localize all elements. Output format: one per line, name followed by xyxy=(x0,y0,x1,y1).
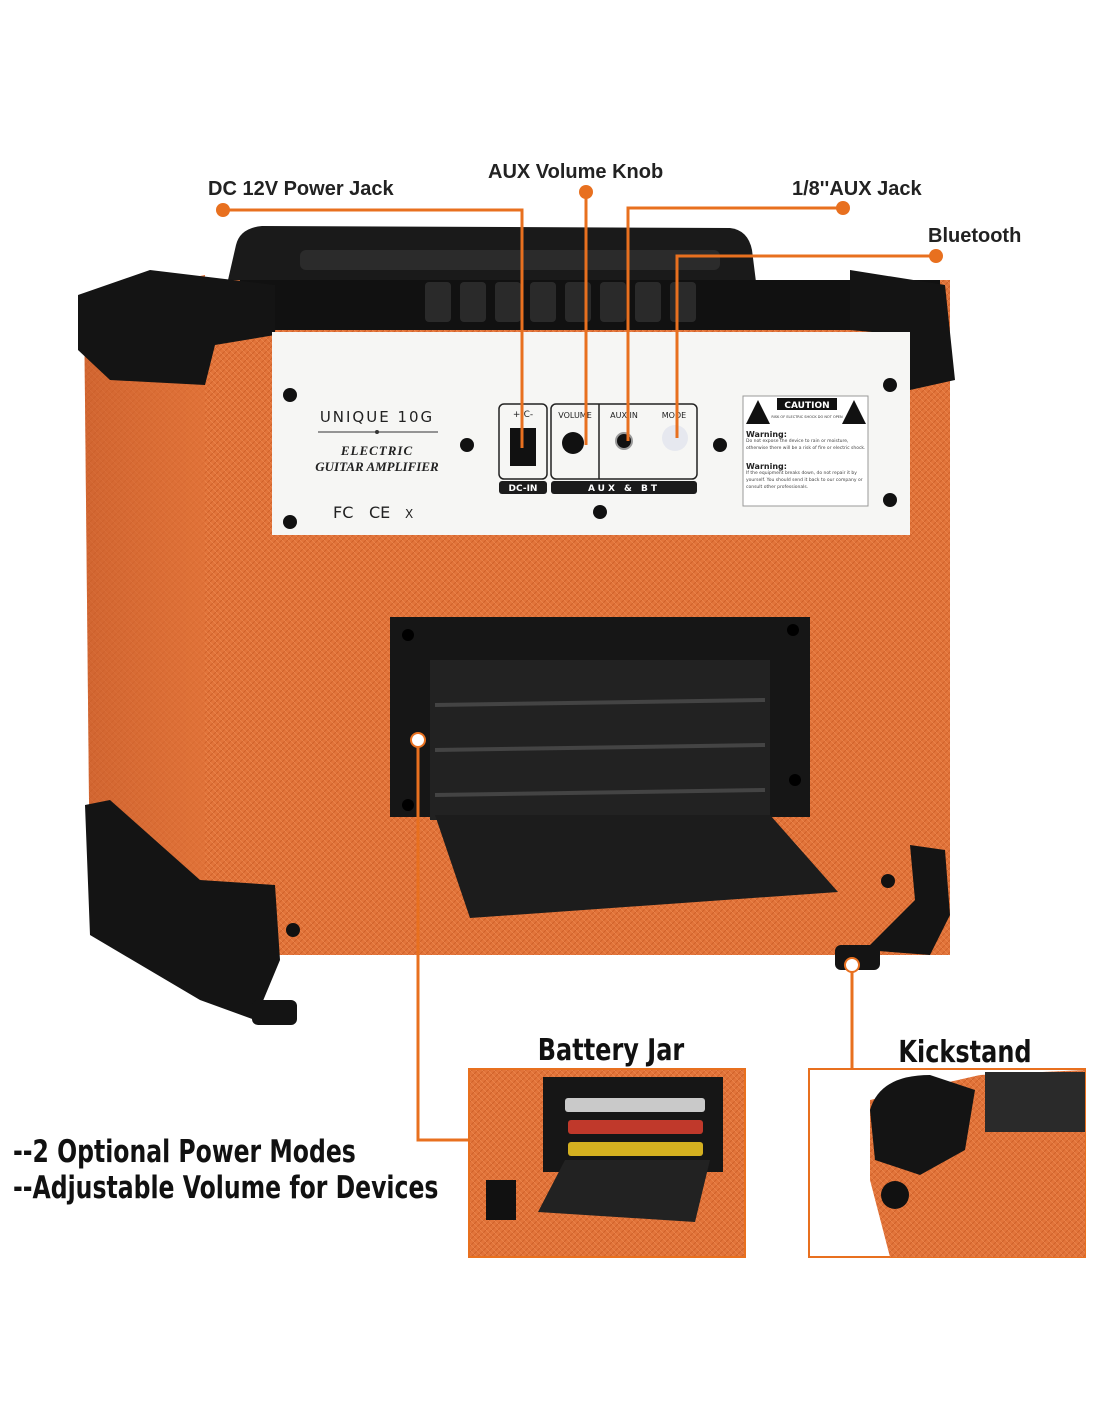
weee-mark: X xyxy=(405,507,413,521)
feature-adjustable-volume: --Adjustable Volume for Devices xyxy=(13,1170,438,1206)
battery-door[interactable] xyxy=(435,815,838,918)
amplifier-image: UNIQUE 10G ELECTRIC GUITAR AMPLIFIER FC … xyxy=(78,226,955,1025)
aux-bt-label: AUX & BT xyxy=(588,484,660,494)
caution-label: CAUTION RISK OF ELECTRIC SHOCK DO NOT OP… xyxy=(742,395,869,507)
fcc-mark: FC xyxy=(333,503,353,522)
svg-text:Warning:: Warning: xyxy=(746,462,787,471)
callout-dc-jack: DC 12V Power Jack xyxy=(208,178,524,448)
callout-bluetooth: Bluetooth xyxy=(675,225,1021,438)
callout-battery xyxy=(410,732,468,1142)
callout-aux-volume-knob: AUX Volume Knob xyxy=(488,161,663,445)
svg-text:1/8''AUX Jack: 1/8''AUX Jack xyxy=(792,178,922,200)
kickstand-inset xyxy=(808,1068,1086,1258)
callout-aux-jack: 1/8''AUX Jack xyxy=(626,178,922,441)
svg-text:DC 12V Power Jack: DC 12V Power Jack xyxy=(208,178,395,200)
svg-text:CAUTION: CAUTION xyxy=(784,401,829,411)
callout-kickstand xyxy=(844,957,860,1068)
battery-jar-title: Battery Jar xyxy=(538,1033,685,1067)
subtitle-guitar-amplifier: GUITAR AMPLIFIER xyxy=(315,459,439,474)
battery-compartment xyxy=(390,617,838,918)
svg-text:Bluetooth: Bluetooth xyxy=(928,225,1021,247)
svg-text:AUX Volume Knob: AUX Volume Knob xyxy=(488,161,663,183)
model-name: UNIQUE 10G xyxy=(320,408,434,426)
volume-label: VOLUME xyxy=(558,411,592,420)
subtitle-electric: ELECTRIC xyxy=(340,443,413,458)
ce-mark: CE xyxy=(369,503,390,522)
aux-in-jack[interactable] xyxy=(615,432,633,450)
corner-protectors xyxy=(78,270,955,1025)
svg-text:RISK OF ELECTRIC SHOCK DO NOT: RISK OF ELECTRIC SHOCK DO NOT OPEN xyxy=(771,415,843,419)
kickstand-title: Kickstand xyxy=(898,1035,1031,1069)
feature-power-modes: --2 Optional Power Modes xyxy=(13,1134,356,1170)
battery-jar-inset xyxy=(468,1068,746,1258)
aux-volume-knob[interactable] xyxy=(562,432,584,454)
dc-in-label: DC-IN xyxy=(509,484,538,494)
bluetooth-mode-button[interactable] xyxy=(662,425,688,451)
mode-label: MODE xyxy=(662,411,686,420)
aux-in-label: AUX IN xyxy=(610,411,638,420)
svg-text:Warning:: Warning: xyxy=(746,430,787,439)
